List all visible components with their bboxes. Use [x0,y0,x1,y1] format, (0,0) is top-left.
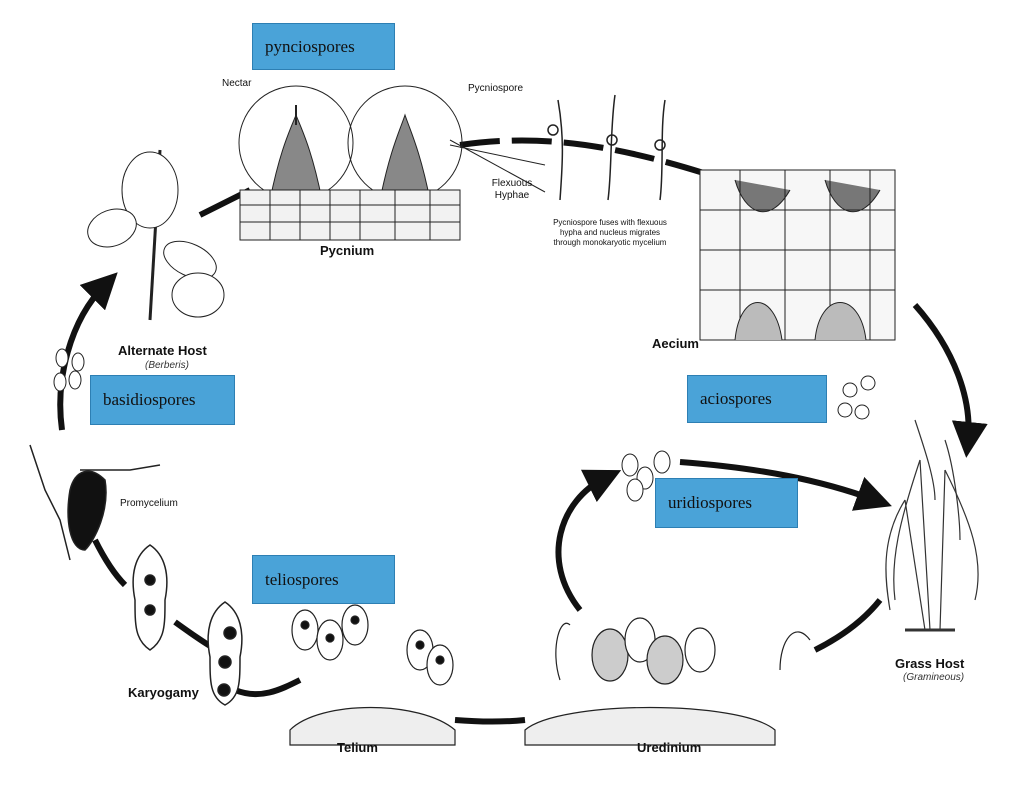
nectar-label: Nectar [222,78,252,89]
telium-illustration [289,604,456,746]
basidiospores-box: basidiospores [90,375,235,425]
pycnium-label: Pycnium [320,243,375,258]
arrow-to-alternate-host [57,272,118,431]
pynciospores-box: pynciospores [252,23,395,70]
alternate-host-label: Alternate Host [118,343,207,358]
gramineous-label: (Gramineous) [903,672,965,683]
fuse-note-line-2: hypha and nucleus migrates [559,228,661,237]
promycelium-label: Promycelium [120,498,178,509]
teliospores-box: teliospores [252,555,395,604]
pycnium-illustration [238,85,546,241]
berberis-label: (Berberis) [145,360,189,371]
uredinium-label: Uredinium [637,740,702,755]
promycelium-illustration [29,444,161,561]
aciospores-box: aciospores [687,375,827,423]
fuse-note-line-3: through monokaryotic mycelium [553,238,667,247]
line-grass-to-uredinium [813,598,883,653]
line-promycelium-to-karyogamy [92,538,128,588]
karyogamy-label: Karyogamy [128,685,199,700]
grass-host-plant [885,419,979,632]
pycniospore-label: Pycniospore [468,83,524,94]
uredinium-illustration [524,617,811,746]
grass-host-label: Grass Host [895,656,965,671]
cycle-lines [57,137,988,725]
berberis-plant [87,149,225,321]
aeciospores [837,375,876,420]
line-telium-to-uredinium [454,717,526,725]
telium-label: Telium [337,740,378,755]
line-pycnium-to-aecium [459,137,711,178]
basidiospores [53,348,85,392]
aecium-illustration [699,169,896,341]
karyogamy-cells [132,544,243,706]
urediniospores [621,450,671,502]
line-karyogamy-down [233,677,302,698]
fuse-note-line-1: Pycniospore fuses with flexuous [553,218,667,227]
aecium-label: Aecium [652,336,699,351]
hyphae-label: Hyphae [494,190,530,201]
arrow-aecium-to-grass [912,303,988,458]
flexuous-label: Flexuous [491,178,533,189]
flexuous-hyphae [547,94,666,201]
arrow-urediniospore-to-grass [679,459,892,511]
uridiospores-box: uridiospores [655,478,798,528]
arrow-uredinium-to-spores [555,469,622,612]
